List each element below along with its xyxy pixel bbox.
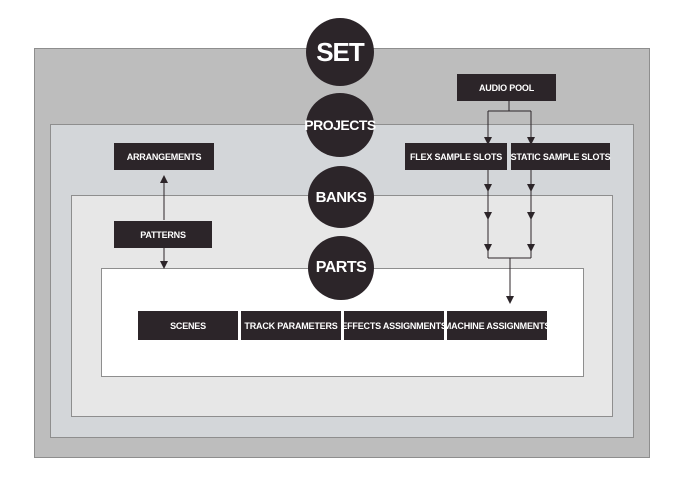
track-parameters-node: TRACK PARAMETERS [241, 311, 341, 340]
parts-circle: PARTS [308, 236, 374, 300]
set-circle: SET [306, 18, 374, 86]
scenes-node: SCENES [138, 311, 238, 340]
projects-circle: PROJECTS [304, 93, 376, 157]
banks-circle: BANKS [308, 166, 374, 228]
machine-assignments-node: MACHINE ASSIGNMENTS [444, 311, 550, 340]
audio-pool-node: AUDIO POOL [457, 74, 556, 101]
flex-sample-slots-node: FLEX SAMPLE SLOTS [405, 143, 507, 170]
static-sample-slots-node: STATIC SAMPLE SLOTS [511, 143, 611, 170]
patterns-node: PATTERNS [114, 221, 212, 248]
effects-assignments-node: EFFECTS ASSIGNMENTS [341, 311, 447, 340]
arrangements-node: ARRANGEMENTS [114, 143, 214, 170]
